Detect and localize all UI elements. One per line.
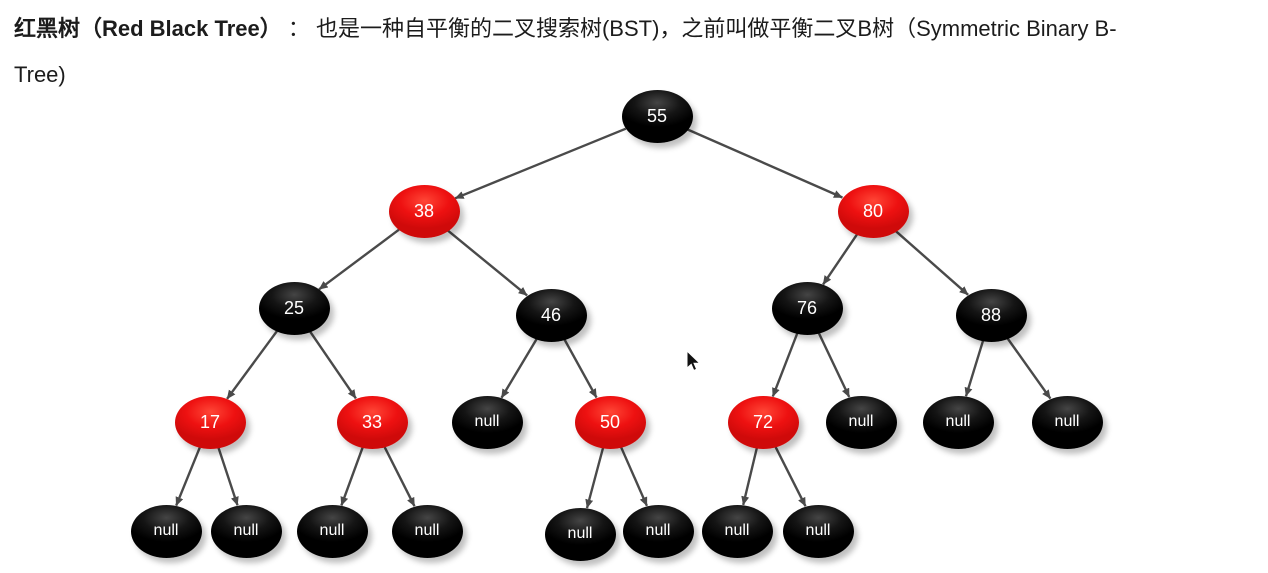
title-line2: Tree): [14, 62, 66, 87]
tree-edge-n17-null5: [175, 446, 201, 507]
tree-node-n17: 17: [174, 395, 246, 449]
tree-node-null4: null: [1031, 395, 1103, 449]
tree-node-n33: 33: [336, 395, 408, 449]
tree-edge-n46-null1: [500, 338, 538, 399]
tree-edge-n50-null9: [585, 447, 605, 509]
title-term: 红黑树（Red Black Tree）: [14, 16, 282, 41]
tree-edge-n80-n76: [822, 233, 858, 286]
tree-node-null5: null: [130, 504, 202, 558]
tree-edge-n76-n72: [771, 333, 799, 397]
tree-edge-n33-null7: [340, 447, 364, 506]
tree-node-n38: 38: [388, 184, 460, 238]
tree-edge-n25-n17: [226, 330, 278, 400]
tree-node-n76: 76: [771, 281, 843, 335]
tree-edge-n55-n38: [454, 127, 627, 200]
tree-edge-n88-null4: [1006, 337, 1052, 400]
tree-edge-n38-n25: [318, 228, 400, 291]
tree-edge-n76-null2: [817, 332, 851, 398]
mouse-cursor-icon: [686, 350, 701, 372]
tree-edge-n25-n33: [309, 330, 357, 400]
tree-edge-n46-n50: [563, 338, 598, 399]
tree-node-null9: null: [544, 507, 616, 561]
tree-node-null1: null: [451, 395, 523, 449]
tree-edge-n88-null3: [964, 340, 985, 397]
tree-edge-n50-null10: [620, 446, 648, 507]
title-definition: ： 也是一种自平衡的二叉搜索树(BST)，之前叫做平衡二叉B树（Symmetri…: [281, 16, 1117, 41]
tree-node-null10: null: [622, 504, 694, 558]
title-text: 红黑树（Red Black Tree） ： 也是一种自平衡的二叉搜索树(BST)…: [14, 6, 1260, 98]
tree-node-n46: 46: [515, 288, 587, 342]
tree-edge-n17-null6: [217, 447, 239, 506]
tree-edge-n33-null8: [383, 446, 416, 507]
tree-edge-n80-n88: [895, 230, 969, 296]
tree-node-null12: null: [782, 504, 854, 558]
tree-edge-n38-n46: [447, 229, 528, 297]
tree-node-null2: null: [825, 395, 897, 449]
tree-edge-n72-null11: [741, 447, 758, 506]
tree-node-n50: 50: [574, 395, 646, 449]
tree-node-null8: null: [391, 504, 463, 558]
tree-node-n80: 80: [837, 184, 909, 238]
title-line1: 红黑树（Red Black Tree） ： 也是一种自平衡的二叉搜索树(BST)…: [14, 6, 1260, 52]
tree-edge-n72-null12: [774, 446, 807, 507]
tree-node-null11: null: [701, 504, 773, 558]
tree-node-n72: 72: [727, 395, 799, 449]
tree-node-n55: 55: [621, 89, 693, 143]
tree-node-null6: null: [210, 504, 282, 558]
tree-node-null3: null: [922, 395, 994, 449]
tree-node-n88: 88: [955, 288, 1027, 342]
tree-edge-n55-n80: [687, 128, 843, 199]
tree-node-null7: null: [296, 504, 368, 558]
tree-node-n25: 25: [258, 281, 330, 335]
